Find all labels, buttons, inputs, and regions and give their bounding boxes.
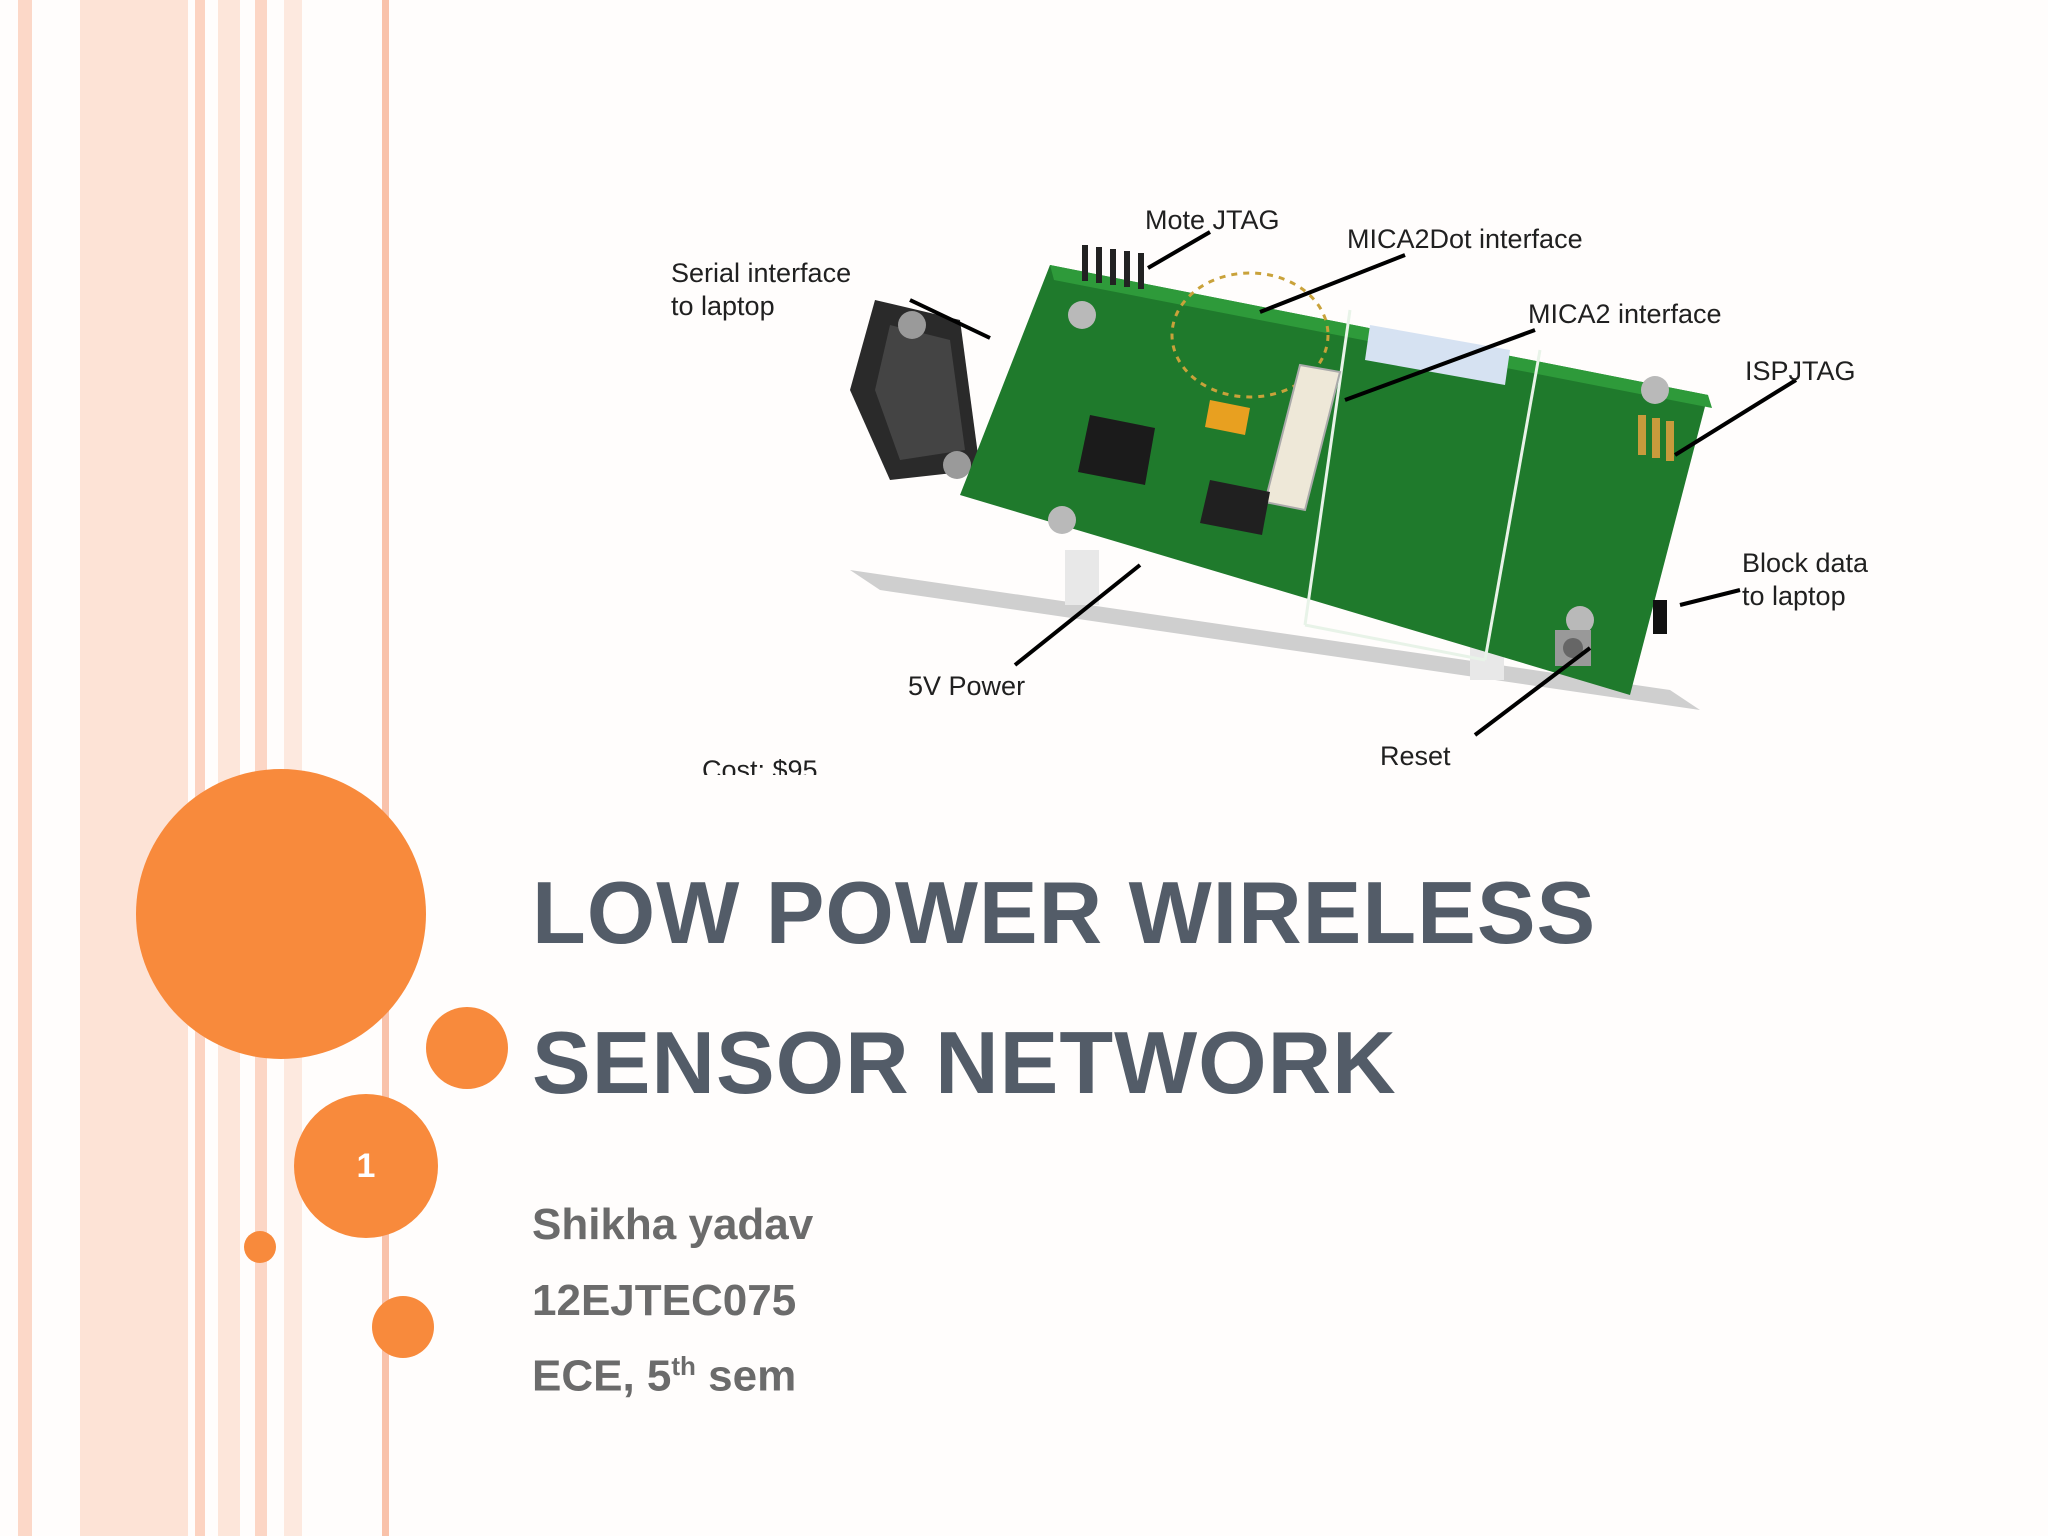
roll-number: 12EJTEC075 [532,1276,797,1325]
department-semester: ECE, 5th sem [532,1351,796,1402]
medium-decorative-circle [426,1007,508,1089]
decorative-stripes [0,0,390,1536]
callout-mica2dot: MICA2Dot interface [1347,224,1583,254]
callout-mica2: MICA2 interface [1528,299,1722,329]
callout-cost: Cost: $95 [702,755,818,775]
department-prefix: ECE, 5 [532,1351,672,1401]
semester-suffix: sem [695,1351,797,1401]
slide-number-circle [294,1094,438,1238]
pcb-illustration [850,230,1798,737]
callout-mote-jtag: Mote JTAG [1145,205,1280,235]
callout-ispjtag: ISPJTAG [1745,356,1856,386]
slide-number: 1 [356,1146,376,1185]
slide-title: LOW POWER WIRELESS SENSOR NETWORK [532,863,1597,1112]
author-name: Shikha yadav [532,1200,814,1249]
callout-reset: Reset [1380,741,1451,771]
small-decorative-circle [244,1231,276,1263]
pcb-board-figure: Mote JTAG MICA2Dot interface Serial inte… [650,190,1910,775]
callout-power: 5V Power [908,671,1026,701]
semester-superscript: th [671,1351,696,1381]
small-decorative-circle-2 [372,1296,434,1358]
large-decorative-circle [136,769,426,1059]
callout-block-data: Block data to laptop [1742,548,1869,611]
callout-serial: Serial interface to laptop [671,258,852,321]
